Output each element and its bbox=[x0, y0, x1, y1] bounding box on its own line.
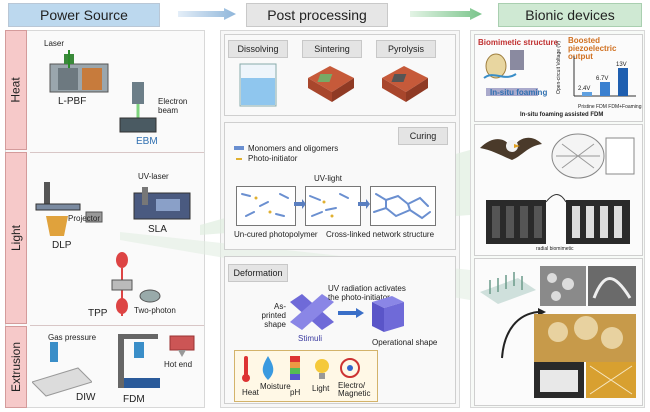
sla-illustration bbox=[133, 187, 191, 220]
eagle-illustration bbox=[480, 137, 542, 160]
bar-fdm-foaming bbox=[618, 68, 628, 96]
bar-pristine bbox=[582, 92, 592, 96]
radial-label: radial biomimetic bbox=[536, 246, 574, 252]
chart-x-label: Pristine FDM FDM+Foaming bbox=[578, 104, 642, 110]
curing-arrows bbox=[294, 199, 370, 209]
beaker-icon bbox=[239, 63, 277, 107]
chart-y-label: Open-circuit Voltage (V) bbox=[556, 40, 562, 94]
stimulus-moisture: Moisture bbox=[260, 382, 291, 391]
monomer-legend-icon bbox=[234, 146, 244, 150]
lpbf-label: L-PBF bbox=[58, 96, 87, 107]
curing-title: Curing bbox=[398, 127, 448, 145]
bar-fdm bbox=[600, 82, 610, 96]
uncured-label: Un-cured photopolymer bbox=[234, 230, 318, 239]
in-situ-foaming-label: In-situ foaming bbox=[490, 88, 548, 97]
dlp-illustration bbox=[35, 182, 103, 236]
projector-label: Projector bbox=[68, 214, 101, 223]
monomers-label: Monomers and oligomers bbox=[248, 144, 339, 153]
operational-shape-label: Operational shape bbox=[372, 338, 438, 347]
extrusion-tab-label: Extrusion bbox=[9, 341, 23, 393]
cross-shape-icon bbox=[290, 294, 334, 330]
fdm-label: FDM bbox=[123, 394, 145, 405]
post-processing-header: Post processing bbox=[246, 3, 388, 27]
power-source-header: Power Source bbox=[8, 3, 160, 27]
hot-end-illustration bbox=[169, 335, 195, 357]
boosted-output-label: Boosted piezoelectric output bbox=[568, 36, 617, 61]
stimuli-label: Stimuli bbox=[298, 334, 323, 343]
curing-molecules bbox=[241, 193, 431, 220]
two-photon-label: Two-photon bbox=[134, 306, 176, 315]
uncured-box bbox=[236, 186, 296, 226]
light-extrusion-divider bbox=[30, 325, 204, 326]
ebm-illustration bbox=[119, 82, 157, 133]
crosslinked-label: Cross-linked network structure bbox=[326, 230, 435, 239]
photo-initiator-legend-icon bbox=[236, 158, 242, 160]
stimuli-icons bbox=[242, 356, 360, 382]
uv-note-label: UV radiation activates the photo-initiat… bbox=[328, 284, 406, 302]
thermometer-icon bbox=[244, 356, 248, 376]
dissolving-step: Dissolving bbox=[228, 40, 288, 58]
sintering-step: Sintering bbox=[302, 40, 362, 58]
as-printed-label: As-printed shape bbox=[261, 302, 286, 329]
ebm-label: EBM bbox=[136, 136, 158, 147]
heat-light-divider bbox=[30, 152, 204, 153]
arrow-post-to-bionic bbox=[410, 8, 482, 20]
light-tab-label: Light bbox=[9, 224, 23, 252]
extrusion-tab: Extrusion bbox=[5, 326, 27, 408]
gas-pressure-label: Gas pressure bbox=[48, 333, 97, 342]
microstructure-illustration bbox=[480, 266, 636, 398]
sintering-furnace-icon bbox=[308, 66, 354, 102]
hot-end-label: Hot end bbox=[164, 360, 193, 369]
feather-structure-illustration bbox=[551, 133, 635, 179]
in-situ-printer-illustration bbox=[483, 50, 538, 96]
droplet-icon bbox=[262, 356, 274, 380]
biomimetic-structure-label: Biomimetic structure bbox=[478, 38, 559, 47]
radial-lattice-illustration bbox=[486, 194, 630, 244]
uv-laser-label: UV-laser bbox=[138, 172, 169, 181]
deform-arrow bbox=[338, 308, 364, 318]
laser-label: Laser bbox=[44, 39, 65, 48]
stimulus-heat: Heat bbox=[242, 388, 259, 397]
stimulus-light: Light bbox=[312, 384, 330, 393]
dlp-label: DLP bbox=[52, 240, 72, 251]
light-tab: Light bbox=[5, 152, 27, 324]
bar-label-2: 13V bbox=[616, 62, 627, 68]
fdm-illustration bbox=[118, 334, 160, 388]
sla-label: SLA bbox=[148, 224, 167, 235]
bionic-panel-1 bbox=[474, 34, 643, 122]
bar-label-0: 2.4V bbox=[578, 86, 591, 92]
cube-icon bbox=[372, 296, 404, 332]
pyrolysis-step: Pyrolysis bbox=[376, 40, 436, 58]
deformation-title: Deformation bbox=[228, 264, 288, 282]
partial-box bbox=[305, 186, 361, 226]
bar-label-1: 6.7V bbox=[596, 76, 609, 82]
bionic-devices-header: Bionic devices bbox=[498, 3, 642, 27]
lpbf-illustration bbox=[49, 50, 109, 93]
pyrolysis-furnace-icon bbox=[382, 66, 428, 102]
diw-label: DIW bbox=[76, 392, 96, 403]
bulb-icon bbox=[315, 359, 329, 373]
voltage-bar-chart bbox=[573, 56, 636, 97]
stimulus-electro-magnetic: Electro/ Magnetic bbox=[338, 381, 371, 398]
diw-illustration bbox=[32, 342, 92, 397]
heat-tab: Heat bbox=[5, 30, 27, 150]
electron-beam-label: Electron beam bbox=[158, 97, 188, 115]
stimulus-ph: pH bbox=[290, 388, 301, 397]
tpp-label: TPP bbox=[88, 308, 108, 319]
photo-initiator-label: Photo-initiator bbox=[248, 154, 298, 163]
magnet-icon bbox=[340, 358, 360, 378]
arrow-power-to-post bbox=[178, 8, 236, 20]
heat-tab-label: Heat bbox=[9, 77, 24, 103]
in-situ-caption: In-situ foaming assisted FDM bbox=[520, 112, 604, 118]
uv-light-label: UV-light bbox=[314, 174, 343, 183]
tpp-illustration bbox=[111, 252, 161, 316]
crosslinked-box bbox=[370, 186, 436, 226]
